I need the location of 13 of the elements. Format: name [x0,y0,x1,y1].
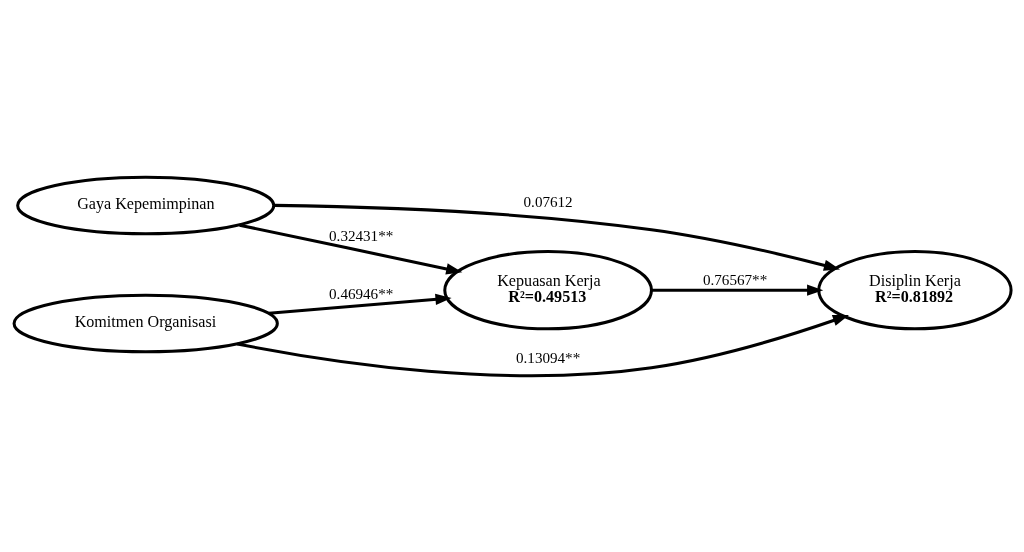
arrow [238,223,462,274]
edge-label: 0.46946** [328,285,393,302]
arrow [236,314,849,377]
edge-label: 0.32431** [328,227,393,244]
arrow [651,284,823,296]
node-ellipse: Komitmen Organisasi [12,293,279,353]
arrow [268,293,452,315]
node-ellipse: Gaya Kepemimpinan [15,175,275,235]
edge-label: 0.07612 [523,193,573,210]
edge-label: 0.13094** [515,349,580,366]
edge-label: 0.76567** [702,271,767,288]
node-ellipse: Disiplin Kerja R²=0.81892 [816,249,1013,330]
arrow [273,203,840,271]
